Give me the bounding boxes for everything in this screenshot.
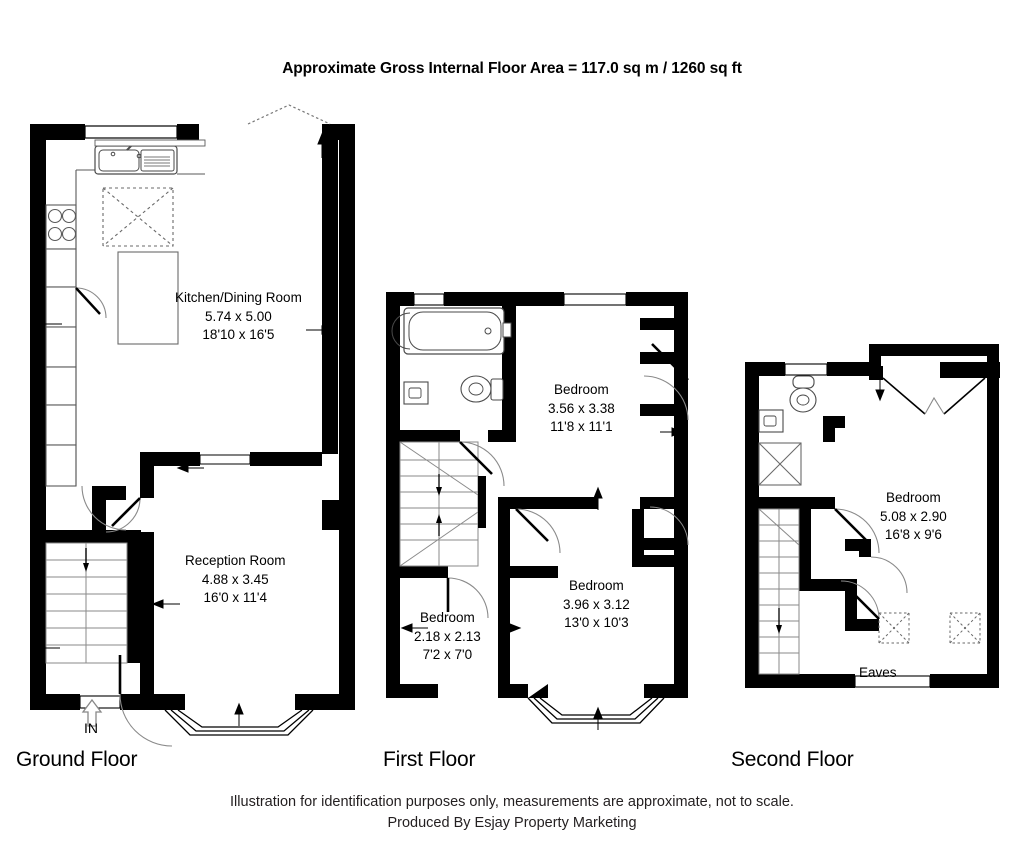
room-label-reception: Reception Room 4.88 x 3.45 16'0 x 11'4 — [185, 552, 286, 608]
room-imperial: 13'0 x 10'3 — [564, 615, 629, 630]
first-staircase — [399, 441, 479, 567]
room-name: Reception Room — [185, 553, 286, 568]
first-floor-plan — [386, 292, 689, 730]
bathtub — [391, 307, 512, 355]
room-metric: 5.74 x 5.00 — [205, 308, 272, 324]
room-name: Kitchen/Dining Room — [175, 290, 302, 305]
washbasin — [403, 381, 429, 405]
room-imperial: 16'8 x 9'6 — [884, 527, 942, 542]
shower-tray — [758, 442, 802, 486]
page-title: Approximate Gross Internal Floor Area = … — [282, 60, 742, 77]
room-metric: 5.08 x 2.90 — [880, 508, 947, 524]
eaves-label: Eaves — [859, 665, 897, 680]
room-label-kitchen-dining: Kitchen/Dining Room 5.74 x 5.00 18'10 x … — [175, 289, 302, 345]
floor-label-first: First Floor — [383, 748, 476, 771]
footer-disclaimer: Illustration for identification purposes… — [0, 792, 1024, 834]
entrance-arrow — [81, 698, 103, 727]
room-label-bedroom-first-small: Bedroom 2.18 x 2.13 7'2 x 7'0 — [414, 609, 481, 665]
footer-line-2: Produced By Esjay Property Marketing — [387, 815, 637, 831]
room-label-bedroom-second: Bedroom 5.08 x 2.90 16'8 x 9'6 — [880, 489, 947, 545]
second-floor-plan — [745, 344, 1000, 688]
toilet — [460, 375, 504, 403]
washbasin — [758, 409, 784, 433]
room-name: Bedroom — [569, 578, 624, 593]
ground-staircase — [45, 542, 128, 664]
entrance-label: IN — [84, 720, 98, 736]
room-imperial: 16'0 x 11'4 — [203, 590, 267, 605]
room-imperial: 7'2 x 7'0 — [422, 647, 473, 662]
room-metric: 3.96 x 3.12 — [563, 596, 630, 612]
room-metric: 4.88 x 3.45 — [201, 571, 269, 587]
room-metric: 2.18 x 2.13 — [414, 628, 481, 644]
room-label-bedroom-first-rear: Bedroom 3.56 x 3.38 11'8 x 11'1 — [548, 381, 615, 437]
room-imperial: 18'10 x 16'5 — [202, 327, 275, 342]
floor-label-ground: Ground Floor — [16, 748, 138, 771]
second-staircase — [758, 508, 800, 675]
kitchen-island — [117, 251, 179, 345]
room-name: Bedroom — [886, 490, 941, 505]
room-metric: 3.56 x 3.38 — [548, 400, 615, 416]
room-name: Bedroom — [554, 382, 609, 397]
toilet — [789, 375, 817, 413]
footer-line-1: Illustration for identification purposes… — [230, 794, 794, 810]
ground-floor-plan — [30, 104, 355, 747]
room-name: Bedroom — [420, 610, 475, 625]
roof-ridge-dashed — [247, 104, 331, 125]
floor-label-second: Second Floor — [731, 748, 854, 771]
room-label-bedroom-first-front: Bedroom 3.96 x 3.12 13'0 x 10'3 — [563, 577, 630, 633]
rooflight-symbol — [102, 187, 174, 247]
room-imperial: 11'8 x 11'1 — [550, 419, 613, 434]
